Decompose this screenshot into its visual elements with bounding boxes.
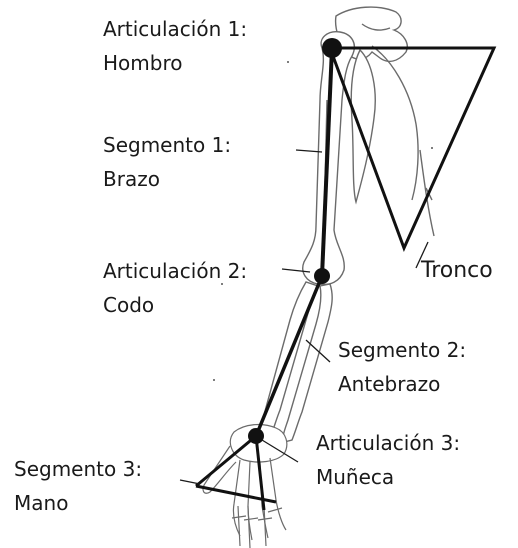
forearm-bones xyxy=(259,282,332,442)
label-articulacion-1: Articulación 1: Hombro xyxy=(103,12,247,80)
joint-shoulder xyxy=(322,38,342,58)
label-tronco: Tronco xyxy=(421,254,493,288)
label-articulacion-2: Articulación 2: Codo xyxy=(103,254,247,322)
label-articulacion-3: Articulación 3: Muñeca xyxy=(316,426,460,494)
label-segmento-2: Segmento 2: Antebrazo xyxy=(338,333,466,401)
joint-wrist xyxy=(248,428,264,444)
label-segmento-3: Segmento 3: Mano xyxy=(14,452,142,520)
label-segmento-2-name: Antebrazo xyxy=(338,367,466,401)
label-articulacion-1-title: Articulación 1: xyxy=(103,12,247,46)
label-articulacion-3-name: Muñeca xyxy=(316,460,460,494)
label-segmento-2-title: Segmento 2: xyxy=(338,333,466,367)
label-articulacion-1-name: Hombro xyxy=(103,46,247,80)
label-segmento-3-name: Mano xyxy=(14,486,142,520)
label-segmento-1: Segmento 1: Brazo xyxy=(103,128,231,196)
label-segmento-1-name: Brazo xyxy=(103,162,231,196)
label-segmento-1-title: Segmento 1: xyxy=(103,128,231,162)
hand-bones xyxy=(203,425,287,548)
label-articulacion-2-name: Codo xyxy=(103,288,247,322)
label-articulacion-3-title: Articulación 3: xyxy=(316,426,460,460)
joint-elbow xyxy=(314,268,330,284)
label-segmento-3-title: Segmento 3: xyxy=(14,452,142,486)
label-articulacion-2-title: Articulación 2: xyxy=(103,254,247,288)
